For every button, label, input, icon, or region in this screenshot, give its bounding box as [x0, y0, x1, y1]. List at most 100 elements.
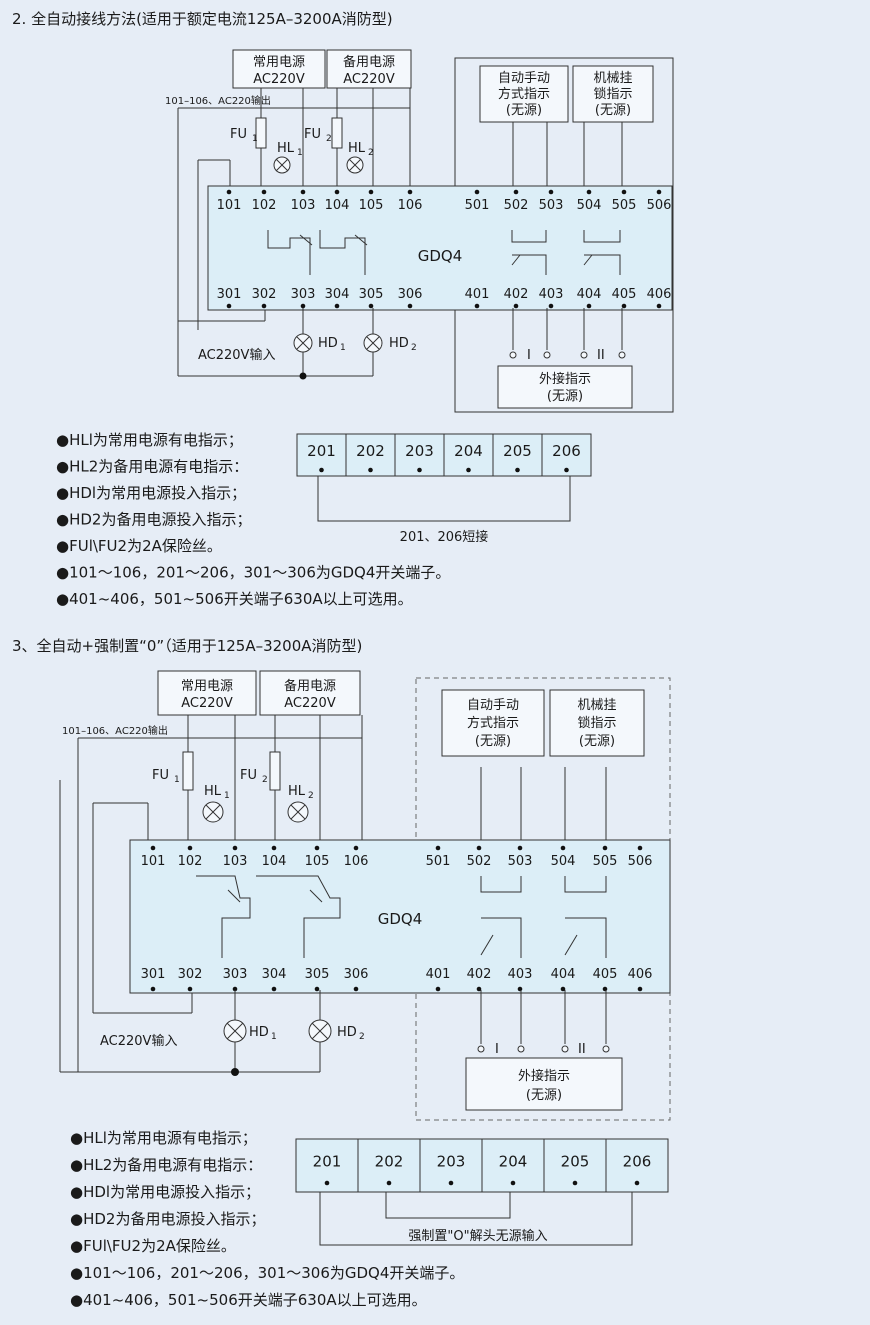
svg-text:HL: HL [204, 784, 222, 799]
svg-text:常用电源: 常用电源 [181, 679, 233, 694]
terminal-label: 303 [223, 967, 248, 982]
terminal-dot [407, 189, 413, 195]
terminal-cell-dot [324, 1180, 330, 1186]
note-item: ●101～106，201～206，301～306为GDQ4开关端子。 [70, 1264, 464, 1282]
terminal-cell-dot [319, 467, 324, 473]
terminal-cell-label: 201 [313, 1153, 342, 1171]
svg-text:机械挂: 机械挂 [577, 698, 616, 713]
section2-title: 2. 全自动接线方法(适用于额定电流125A–3200A消防型) [12, 10, 393, 28]
svg-text:1: 1 [252, 134, 258, 144]
s3-ind-mode-box [441, 689, 545, 757]
terminal-dot [271, 845, 277, 851]
s2-supply-main-box [232, 49, 326, 89]
terminal-label: 503 [508, 854, 533, 869]
terminal-dot [474, 189, 480, 195]
terminal-dot [513, 189, 519, 195]
terminal-dot [517, 845, 523, 851]
terminal-label: 506 [628, 854, 653, 869]
terminal-dot [368, 189, 374, 195]
terminal-dot [476, 986, 482, 992]
terminal-cell-label: 201 [307, 442, 336, 460]
svg-text:2: 2 [262, 775, 268, 785]
s2-ext-indicator-box [497, 365, 633, 409]
terminal-dot [261, 303, 267, 309]
terminal-dot [353, 986, 359, 992]
section3-title: 3、全自动+强制置“0”（适用于125A–3200A消防型) [12, 637, 362, 655]
terminal-cell-dot [448, 1180, 454, 1186]
terminal-label: 401 [426, 967, 451, 982]
terminal-dot [517, 986, 523, 992]
terminal-label: 104 [262, 854, 287, 869]
svg-text:HD: HD [337, 1025, 357, 1040]
terminal-dot [187, 986, 193, 992]
terminal-label: 403 [539, 287, 564, 302]
svg-text:2: 2 [359, 1032, 365, 1042]
terminal-label: 301 [141, 967, 166, 982]
svg-text:HL: HL [288, 784, 306, 799]
terminal-cell-label: 204 [499, 1153, 528, 1171]
s2-short-note: 201、206短接 [400, 529, 489, 545]
svg-text:方式指示: 方式指示 [467, 715, 519, 731]
terminal-dot [334, 303, 340, 309]
terminal-label: 103 [223, 854, 248, 869]
note-item: ●HDl为常用电源投入指示； [70, 1183, 260, 1201]
svg-text:I: I [527, 348, 531, 363]
svg-text:1: 1 [271, 1032, 277, 1042]
terminal-dot [621, 189, 627, 195]
terminal-label: 505 [612, 198, 637, 213]
terminal-label: 405 [593, 967, 618, 982]
s3-output-note: 101–106、AC220输出 [62, 724, 168, 737]
terminal-dot [621, 303, 627, 309]
svg-text:1: 1 [174, 775, 180, 785]
s3-ind-lock-box [549, 689, 645, 757]
terminal-dot [586, 189, 592, 195]
terminal-cell [357, 1138, 421, 1193]
s2-hl2-label: HL [348, 141, 366, 156]
terminal-dot [637, 845, 643, 851]
s2-ind-lock-box [572, 65, 654, 123]
terminal-dot [548, 189, 554, 195]
terminal-cell-label: 206 [552, 442, 581, 460]
terminal-label: 105 [305, 854, 330, 869]
terminal-dot [586, 303, 592, 309]
svg-text:2: 2 [308, 791, 314, 801]
svg-text:2: 2 [368, 148, 374, 158]
terminal-label: 106 [398, 198, 423, 213]
svg-text:2: 2 [411, 343, 417, 353]
terminal-cell-dot [572, 1180, 578, 1186]
terminal-label: 404 [577, 287, 602, 302]
s3-supply-backup-box [259, 670, 361, 716]
s3-fuse1-icon [182, 751, 194, 791]
terminal-label: 101 [217, 198, 242, 213]
s2-hd1-label: HD [318, 336, 338, 351]
svg-text:自动手动: 自动手动 [498, 71, 550, 86]
s2-fu2-label: FU [304, 127, 321, 142]
terminal-label: 101 [141, 854, 166, 869]
svg-text:(无源): (无源) [595, 103, 631, 118]
terminal-cell-label: 203 [437, 1153, 466, 1171]
terminal-dot [548, 303, 554, 309]
terminal-cell-dot [564, 467, 569, 473]
note-item: ●FUl\FU2为2A保险丝。 [70, 1237, 236, 1255]
terminal-dot [407, 303, 413, 309]
s3-supply-main-box [157, 670, 257, 716]
terminal-label: 402 [467, 967, 492, 982]
svg-text:锁指示: 锁指示 [577, 715, 616, 731]
terminal-dot [474, 303, 480, 309]
svg-text:(无源): (无源) [579, 734, 615, 749]
terminal-dot [150, 986, 156, 992]
note-item: ●401~406，501~506开关端子630A以上可选用。 [56, 590, 413, 608]
svg-text:(无源): (无源) [526, 1088, 562, 1103]
svg-text:(无源): (无源) [547, 389, 583, 404]
terminal-label: 501 [426, 854, 451, 869]
terminal-dot [513, 303, 519, 309]
svg-text:I: I [495, 1042, 499, 1057]
s2-fu1-label: FU [230, 127, 247, 142]
terminal-dot [187, 845, 193, 851]
terminal-cell-label: 202 [375, 1153, 404, 1171]
s2-supply-main-l1: 常用电源 [253, 55, 305, 70]
terminal-label: 405 [612, 287, 637, 302]
s2-hl1-label: HL [277, 141, 295, 156]
terminal-dot [560, 986, 566, 992]
